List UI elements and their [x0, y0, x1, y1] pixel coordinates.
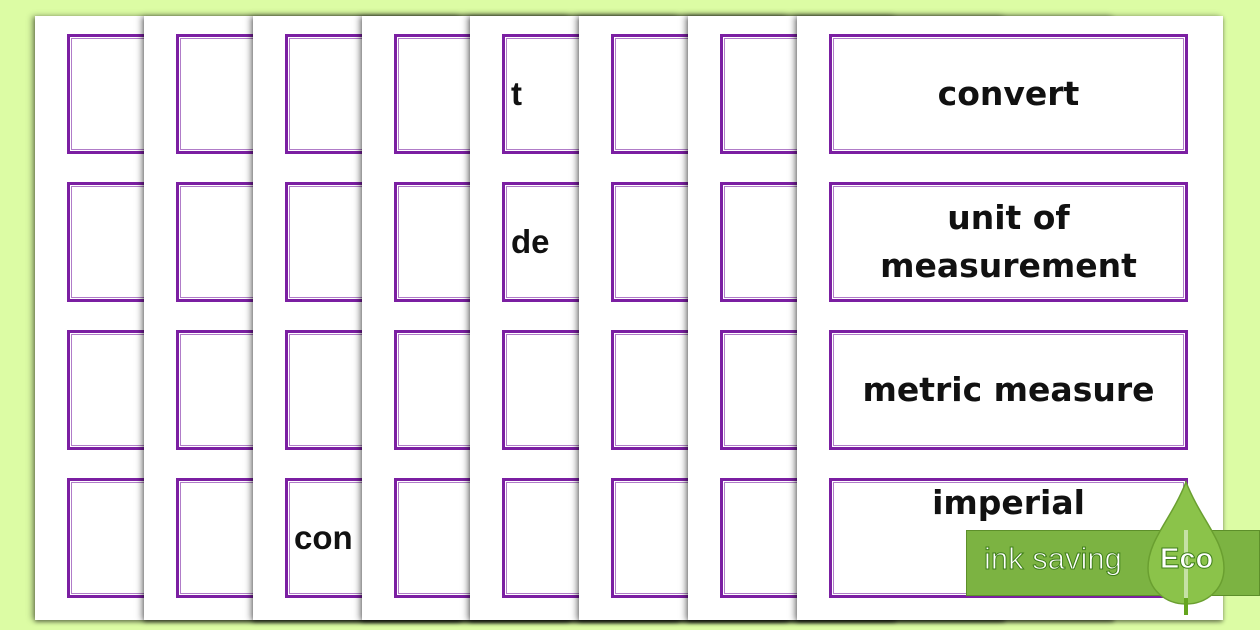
word-card: unit of measurement — [829, 182, 1188, 302]
word-card: convert — [829, 34, 1188, 154]
leaf-drop-icon — [1147, 480, 1225, 615]
card-word: convert — [937, 74, 1080, 114]
card-word: con — [294, 519, 353, 556]
card-word: imperial — [932, 483, 1085, 522]
eco-label: Eco — [1159, 543, 1214, 576]
ink-saving-text: ink saving — [984, 541, 1123, 577]
front-page: convert unit of measurement metric measure… — [797, 16, 1223, 620]
word-card: metric measure — [829, 330, 1188, 450]
card-word: unit of measurement — [880, 198, 1137, 285]
card-word: metric measure — [862, 370, 1155, 410]
card-word: de — [511, 223, 550, 260]
card-word: t — [511, 75, 522, 112]
